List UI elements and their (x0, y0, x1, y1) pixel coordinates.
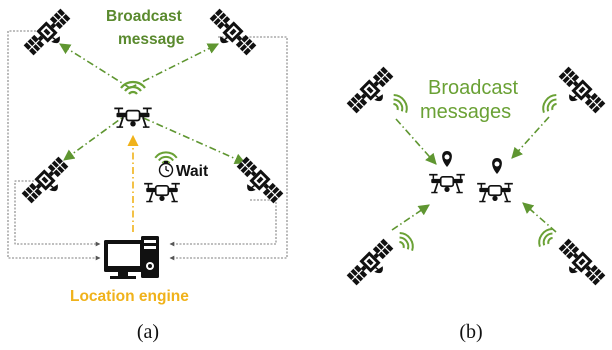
arrow-from-satellite-top-right (511, 116, 550, 159)
broadcast-message-label-line1: Broadcast (106, 8, 182, 25)
satellite-icon (345, 237, 401, 293)
location-pin-icon (492, 158, 502, 174)
drone-icon (113, 107, 153, 128)
broadcast-message-label-line2: message (118, 31, 185, 48)
location-pin-icon (442, 151, 452, 167)
location-engine-label: Location engine (70, 288, 189, 305)
arrow-to-satellite-bottom-left (63, 111, 131, 161)
computer-icon (104, 236, 159, 279)
satellite-icon (229, 155, 285, 211)
arrow-from-satellite-bottom-left (391, 204, 430, 231)
signal-icon (388, 90, 412, 117)
panel-a-caption: (a) (137, 321, 159, 343)
arrow-to-satellite-top-right (129, 43, 220, 89)
signal-icon (538, 90, 562, 117)
panel-b: Broadcast messages (b) (345, 65, 607, 343)
satellite-icon (20, 155, 76, 211)
broadcast-messages-label-line1: Broadcast (428, 77, 518, 99)
signal-icon (394, 228, 418, 255)
signal-icon (119, 80, 147, 96)
stopwatch-icon (158, 161, 174, 178)
arrow-from-satellite-bottom-right (522, 202, 557, 233)
panel-b-caption: (b) (459, 321, 482, 343)
drone-icon (143, 182, 181, 203)
arrow-to-satellite-bottom-right (129, 111, 247, 165)
broadcast-messages-label-line2: messages (420, 101, 511, 123)
satellite-icon (551, 237, 607, 293)
satellite-icon (551, 65, 607, 121)
panel-a: Broadcast message Wait Location engine (… (7, 7, 288, 343)
wait-label: Wait (176, 163, 208, 180)
satellite-icon (202, 7, 258, 63)
panel-b-broadcast-arrows (391, 116, 557, 233)
satellite-icon (345, 65, 401, 121)
drone-icon (476, 182, 514, 203)
arrow-from-satellite-top-left (395, 118, 437, 165)
panel-a-frame-lines (7, 30, 288, 261)
satellite-icon (22, 7, 78, 63)
drone-icon (428, 173, 466, 194)
panel-a-broadcast-arrows (59, 43, 247, 165)
arrow-to-satellite-top-left (59, 43, 131, 89)
